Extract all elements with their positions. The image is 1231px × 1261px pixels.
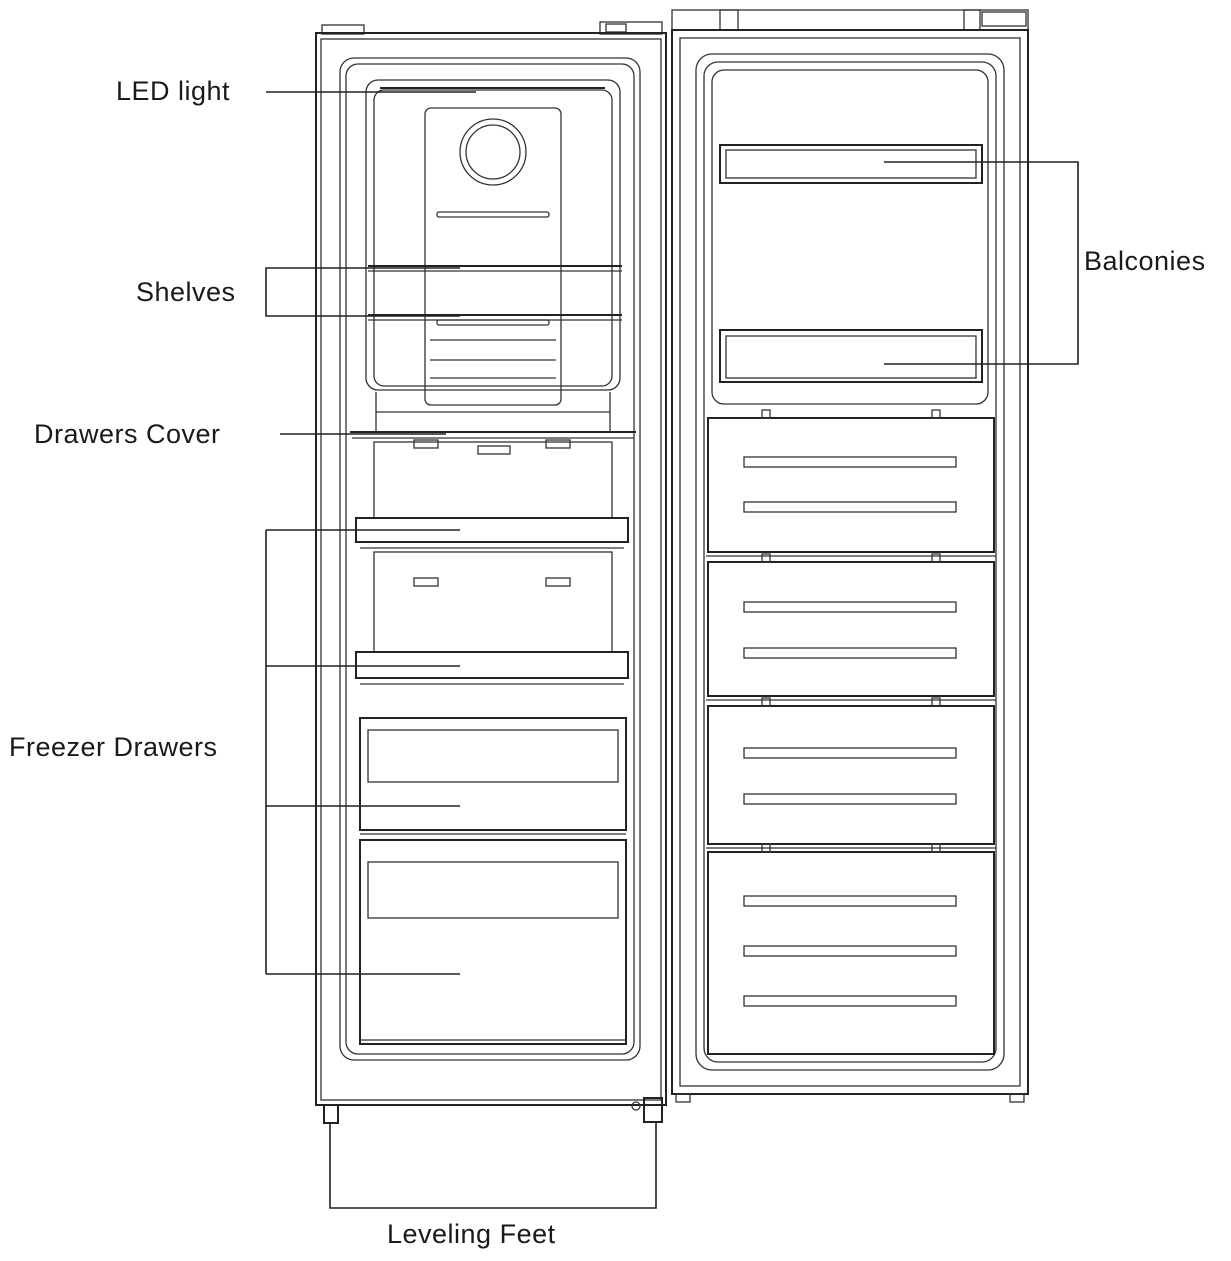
label-drawers-cover: Drawers Cover [34,419,221,449]
freezer-drawers [355,441,629,1045]
shelves [368,265,622,321]
door-balconies [719,144,983,383]
leader-leveling-feet [329,1122,657,1209]
fan-cover-panel [424,107,562,406]
door-drawer-fronts [706,409,996,1055]
label-freezer-drawers: Freezer Drawers [9,732,218,762]
leader-shelves [265,267,460,317]
leader-balconies [884,161,1079,365]
leader-freezer-drawers [265,529,460,975]
label-leveling-feet: Leveling Feet [387,1219,556,1249]
label-shelves: Shelves [136,277,236,307]
label-led-light: LED light [116,76,231,106]
label-balconies: Balconies [1084,246,1206,276]
door-body [671,9,1029,1103]
drawers-cover [350,392,636,455]
leveling-feet [323,1097,663,1124]
cabinet-body [315,21,667,1106]
